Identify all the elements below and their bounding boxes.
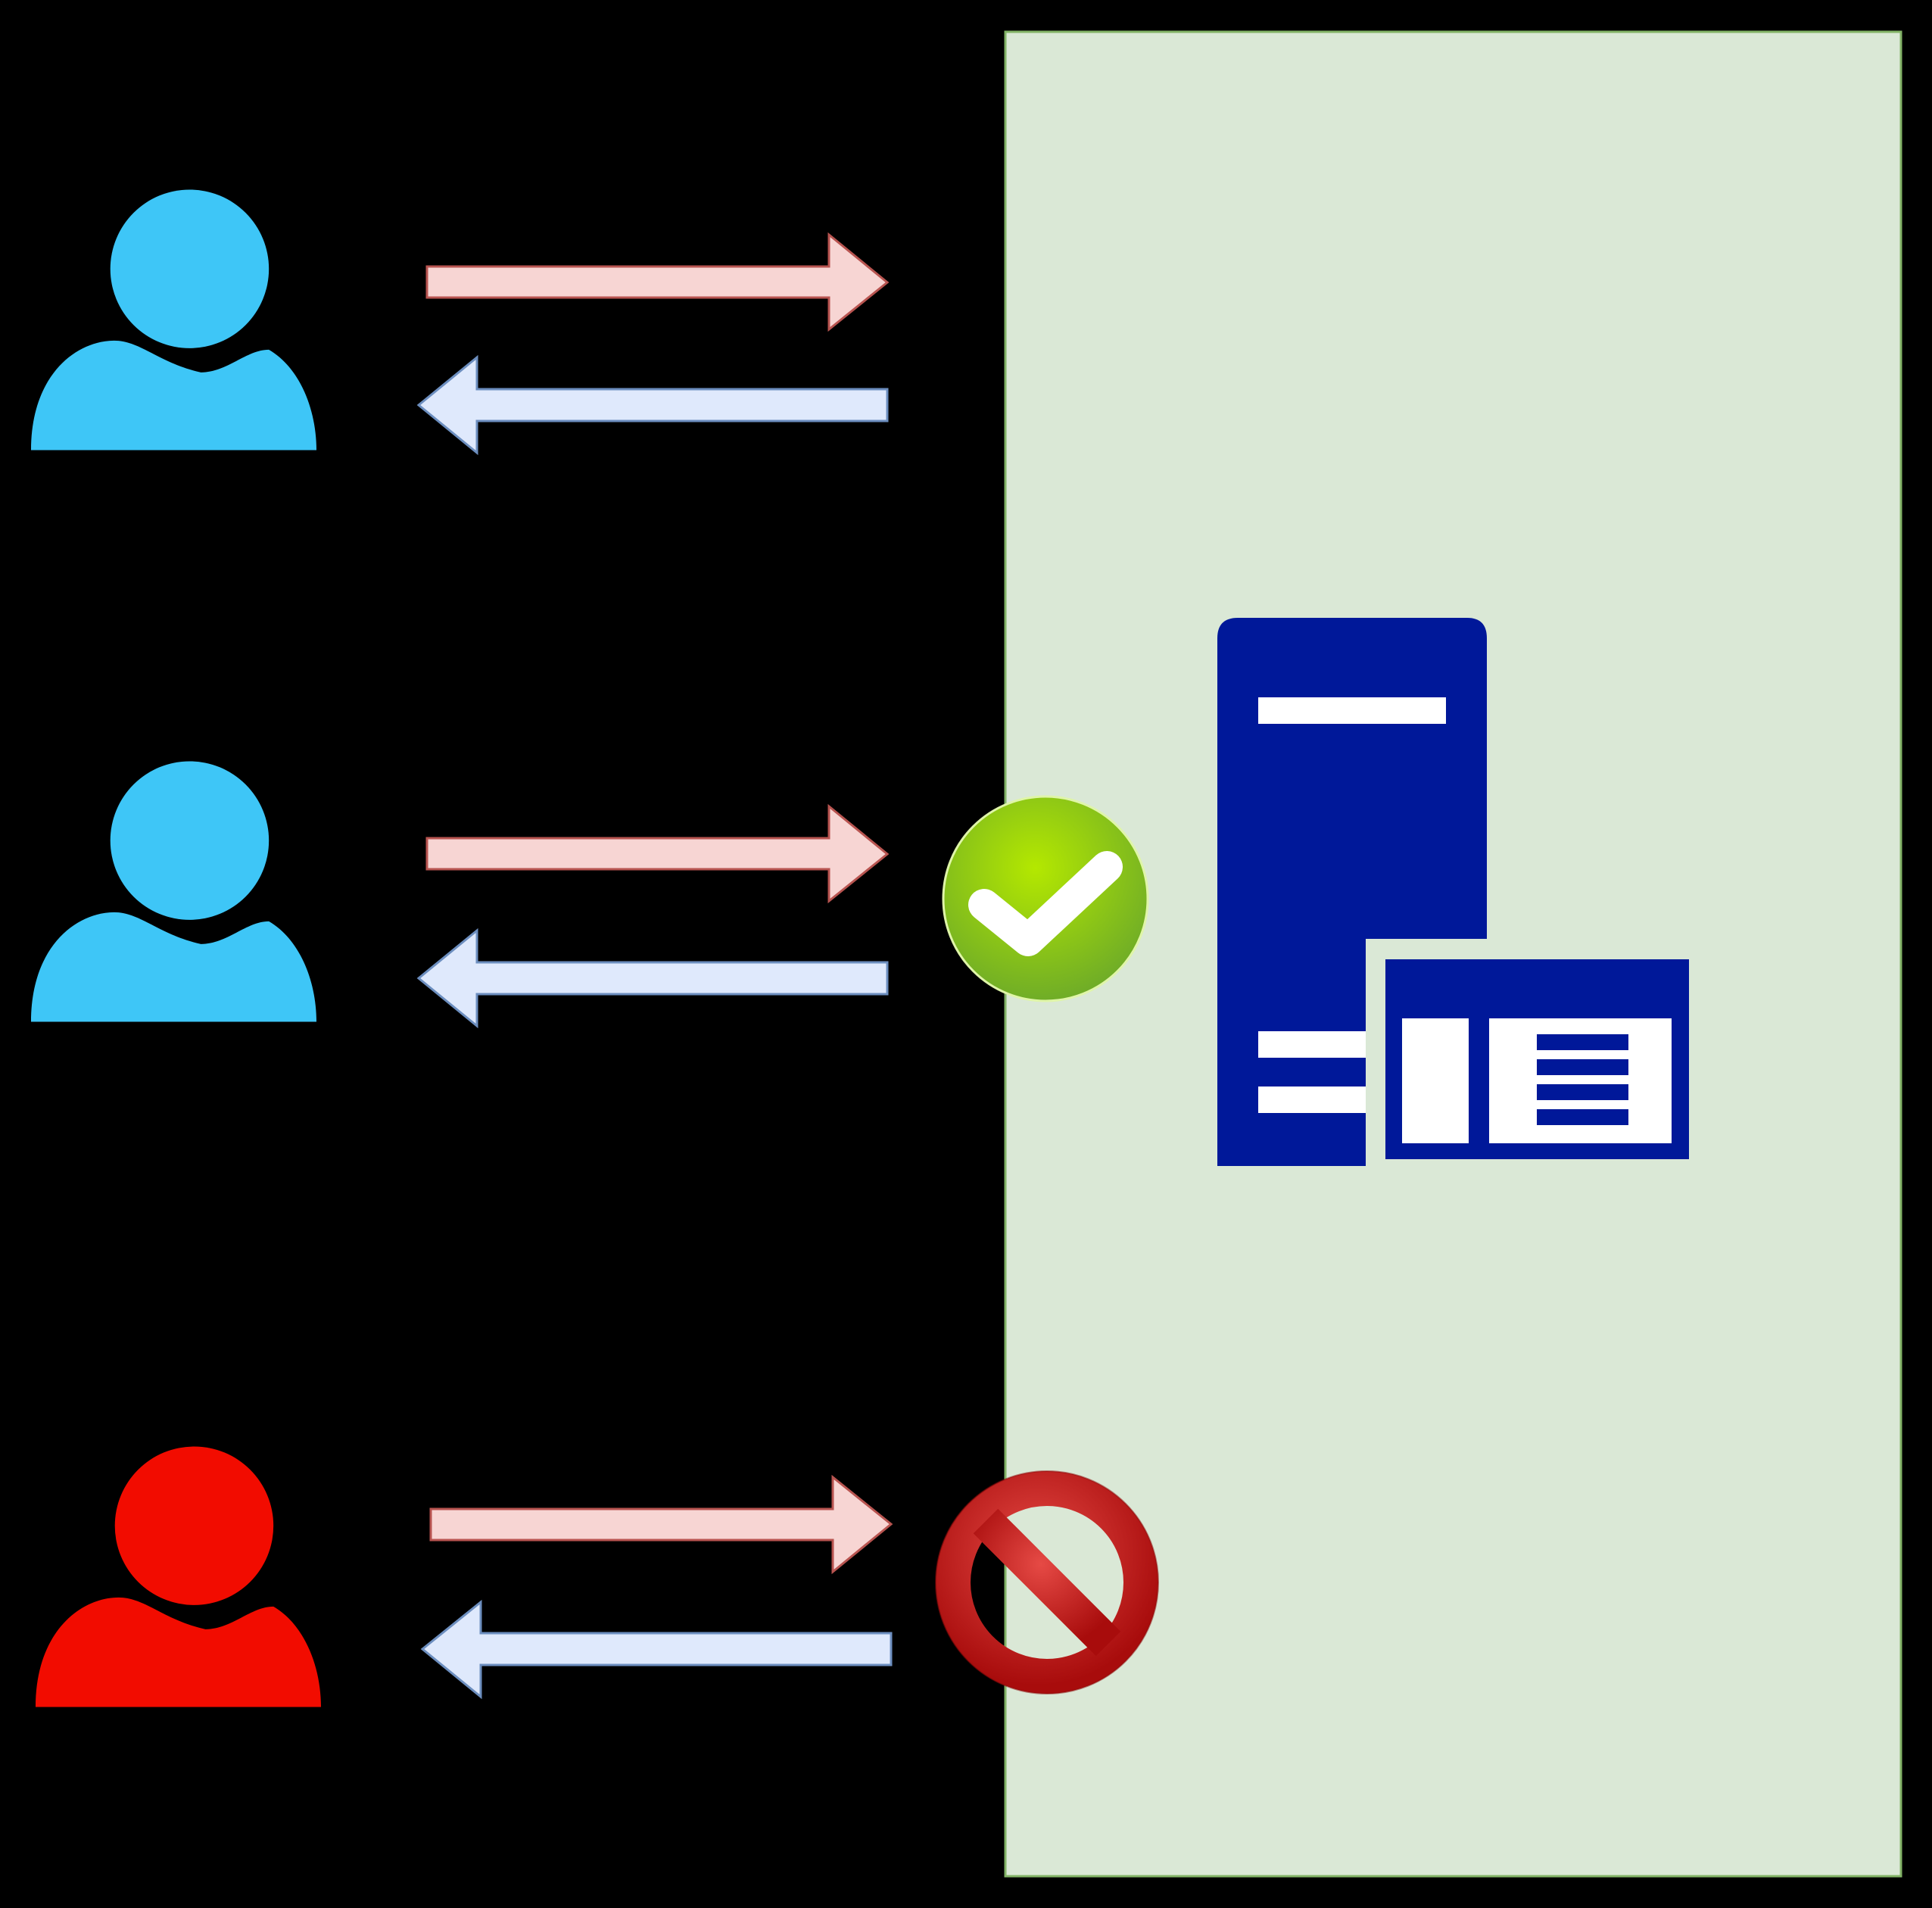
request-arrow (425, 232, 890, 332)
blocked-sign-icon (935, 1470, 1159, 1694)
user-icon (36, 1446, 322, 1707)
request-arrow (429, 1474, 893, 1575)
request-arrow (425, 803, 890, 904)
user-icon (31, 189, 317, 450)
response-arrow (416, 928, 889, 1029)
response-arrow (420, 1599, 893, 1700)
user-icon (31, 761, 317, 1022)
response-arrow (416, 354, 889, 456)
client-row-2 (31, 761, 1149, 1029)
client-row-3 (36, 1446, 1159, 1707)
server-with-window-icon (1217, 618, 1689, 1166)
client-row-1 (31, 189, 890, 456)
check-badge-icon (942, 795, 1149, 1002)
